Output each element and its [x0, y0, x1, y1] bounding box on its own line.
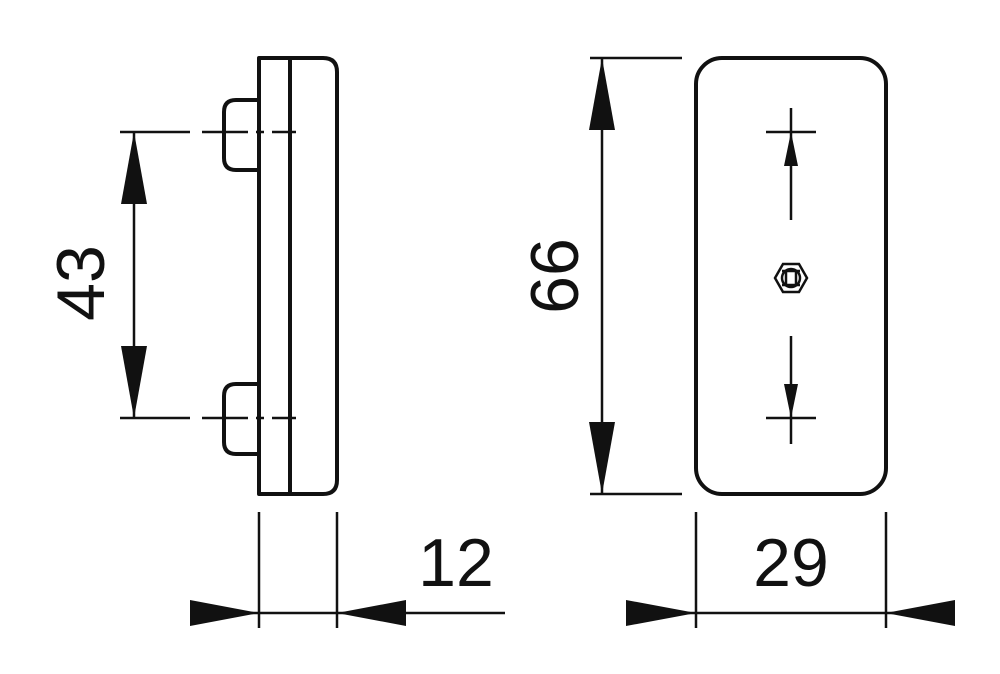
arrow-head	[886, 600, 955, 626]
dimension-label-spacing: 43	[43, 245, 119, 321]
front-view: 66 29	[517, 56, 955, 628]
dimension-label-depth: 12	[418, 525, 494, 601]
arrow-head	[190, 600, 259, 626]
width-dimension: 29	[626, 512, 955, 628]
arrow-head	[784, 384, 798, 418]
dimension-label-width: 29	[753, 525, 829, 601]
spacing-dimension: 43	[43, 130, 190, 420]
upper-hole-marker	[766, 108, 816, 220]
side-view: 43 12	[43, 56, 505, 628]
depth-dimension: 12	[190, 512, 505, 628]
arrow-head	[121, 132, 147, 204]
arrow-head	[121, 346, 147, 418]
upper-stud	[222, 98, 259, 172]
arrow-head	[589, 422, 615, 494]
hex-nut-icon	[773, 262, 809, 294]
side-plate-outline	[257, 56, 339, 496]
dimension-label-height: 66	[517, 238, 593, 314]
arrow-head	[626, 600, 696, 626]
front-plate-outline	[694, 56, 888, 496]
arrow-head	[589, 58, 615, 130]
arrow-head	[337, 600, 406, 626]
lower-hole-marker	[766, 336, 816, 444]
height-dimension: 66	[517, 56, 682, 496]
arrow-head	[784, 132, 798, 166]
